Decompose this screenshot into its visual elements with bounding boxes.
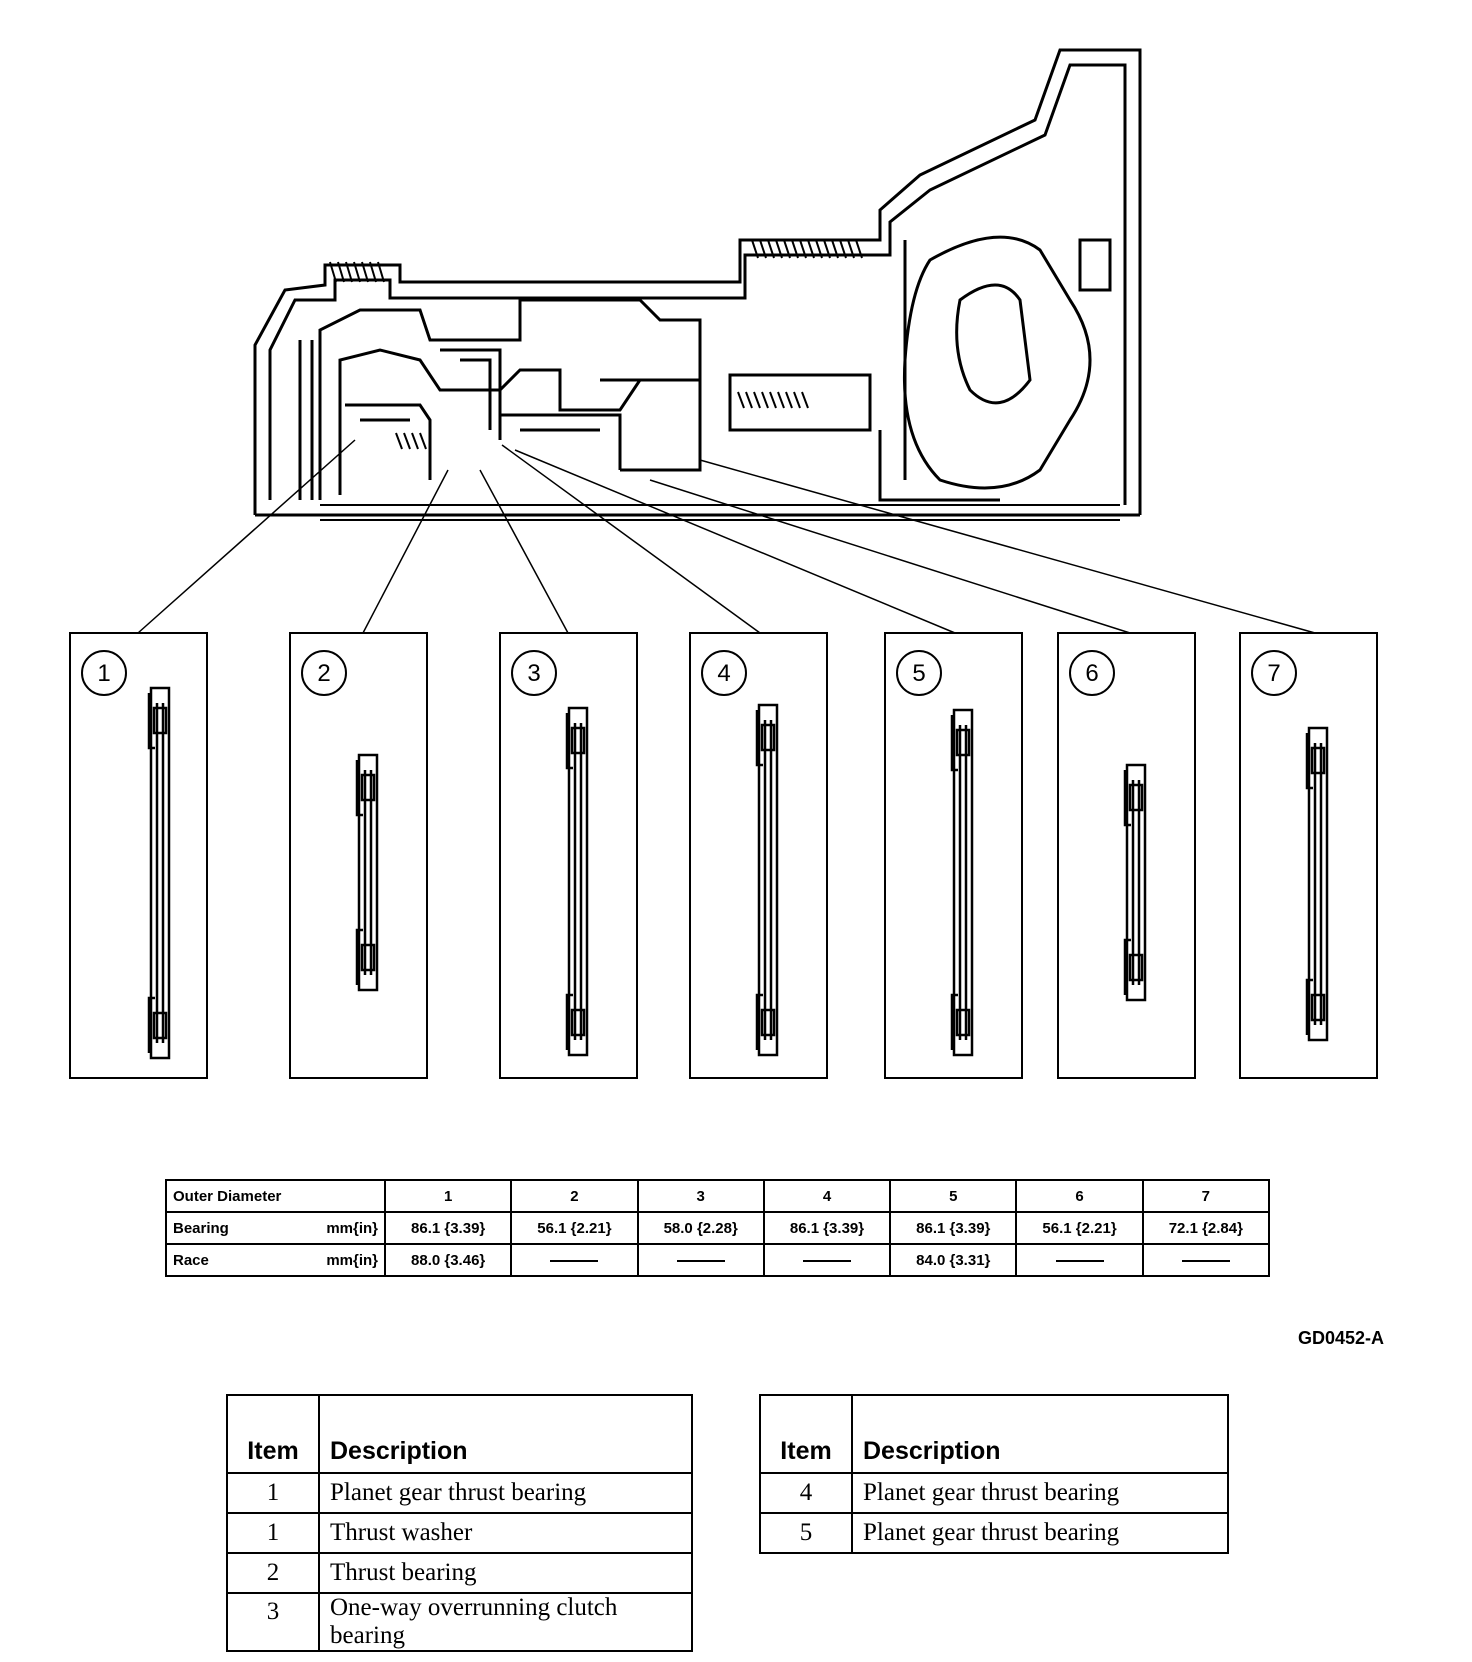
bearing-profile-6 bbox=[1123, 763, 1147, 1002]
item-description: Planet gear thrust bearing bbox=[318, 1472, 693, 1514]
race-value-2 bbox=[510, 1243, 639, 1277]
race-unit: mm{in} bbox=[326, 1251, 378, 1269]
dash bbox=[1181, 1259, 1230, 1262]
callout-box-2 bbox=[289, 632, 428, 1079]
table-row: 2 Thrust bearing bbox=[226, 1552, 693, 1594]
bearing-value-1: 86.1 {3.39} bbox=[383, 1211, 513, 1245]
callout-box-5 bbox=[884, 632, 1023, 1079]
spec-header-row: Outer Diameter 1 2 3 4 5 6 7 bbox=[165, 1179, 1271, 1213]
callout-box-7 bbox=[1239, 632, 1378, 1079]
spec-col-4: 4 bbox=[762, 1179, 892, 1213]
item-description-table-right: Item Description 4 Planet gear thrust be… bbox=[759, 1394, 1229, 1554]
race-value-3 bbox=[636, 1243, 765, 1277]
bearing-value-5: 86.1 {3.39} bbox=[889, 1211, 1018, 1245]
dash bbox=[1055, 1259, 1104, 1262]
bearing-profile-5 bbox=[950, 708, 974, 1057]
description-header: Description bbox=[318, 1394, 693, 1474]
bearing-profile-3 bbox=[565, 706, 589, 1057]
transmission-cross-section-diagram: 1 2 3 4 5 6 7 bbox=[69, 48, 1378, 1079]
race-value-6 bbox=[1015, 1243, 1144, 1277]
item-header: Item bbox=[759, 1394, 853, 1474]
callout-box-4 bbox=[689, 632, 828, 1079]
bearing-value-3: 58.0 {2.28} bbox=[636, 1211, 765, 1245]
bearing-profile-4 bbox=[755, 703, 779, 1057]
spec-col-6: 6 bbox=[1015, 1179, 1144, 1213]
callout-circle-1 bbox=[81, 650, 127, 696]
table-row: 5 Planet gear thrust bearing bbox=[759, 1512, 1229, 1554]
spec-col-1: 1 bbox=[383, 1179, 513, 1213]
callout-number-5: 5 bbox=[912, 660, 925, 687]
callout-number-6: 6 bbox=[1085, 660, 1098, 687]
item-number: 1 bbox=[226, 1512, 320, 1554]
bearing-unit: mm{in} bbox=[326, 1219, 378, 1237]
callout-box-1 bbox=[69, 632, 208, 1079]
spec-col-2: 2 bbox=[510, 1179, 639, 1213]
callout-circle-3 bbox=[511, 650, 557, 696]
bearing-profile-1 bbox=[147, 686, 171, 1060]
spec-col-5: 5 bbox=[889, 1179, 1018, 1213]
item-description: Planet gear thrust bearing bbox=[851, 1472, 1229, 1514]
item-description: One-way overrunning clutch bearing bbox=[318, 1592, 693, 1652]
callout-number-1: 1 bbox=[97, 660, 110, 687]
table-header-row: Item Description bbox=[759, 1394, 1229, 1474]
race-value-4 bbox=[762, 1243, 892, 1277]
callout-number-3: 3 bbox=[527, 660, 540, 687]
callout-box-3 bbox=[499, 632, 638, 1079]
spec-col-3: 3 bbox=[636, 1179, 765, 1213]
spring-hatching bbox=[329, 239, 863, 450]
figure-code: GD0452-A bbox=[1298, 1328, 1385, 1348]
bearing-value-4: 86.1 {3.39} bbox=[762, 1211, 892, 1245]
item-number: 3 bbox=[226, 1592, 320, 1652]
callout-circle-4 bbox=[701, 650, 747, 696]
item-number: 2 bbox=[226, 1552, 320, 1594]
callout-box-6 bbox=[1057, 632, 1196, 1079]
callout-circles: 1 2 3 4 5 6 7 bbox=[81, 650, 1297, 696]
race-value-7 bbox=[1141, 1243, 1271, 1277]
bearing-row: Bearing mm{in} 86.1 {3.39} 56.1 {2.21} 58… bbox=[165, 1211, 1271, 1245]
race-value-1: 88.0 {3.46} bbox=[383, 1243, 513, 1277]
item-description: Thrust washer bbox=[318, 1512, 693, 1554]
spec-col-7: 7 bbox=[1141, 1179, 1271, 1213]
callout-circle-6 bbox=[1069, 650, 1115, 696]
bearing-value-7: 72.1 {2.84} bbox=[1141, 1211, 1271, 1245]
bearing-profile-2 bbox=[355, 753, 379, 992]
item-description: Thrust bearing bbox=[318, 1552, 693, 1594]
table-row: 4 Planet gear thrust bearing bbox=[759, 1472, 1229, 1514]
transmission-housing bbox=[253, 48, 1142, 521]
dash bbox=[550, 1259, 599, 1262]
table-row: 1 Planet gear thrust bearing bbox=[226, 1472, 693, 1514]
dash bbox=[676, 1259, 725, 1262]
outer-diameter-label: Outer Diameter bbox=[165, 1179, 386, 1213]
item-description-table-left: Item Description 1 Planet gear thrust be… bbox=[226, 1394, 693, 1652]
race-value-5: 84.0 {3.31} bbox=[889, 1243, 1018, 1277]
item-header: Item bbox=[226, 1394, 320, 1474]
race-label: Race bbox=[173, 1251, 209, 1269]
item-number: 1 bbox=[226, 1472, 320, 1514]
callout-number-4: 4 bbox=[717, 660, 730, 687]
outer-diameter-spec-table: Outer Diameter 1 2 3 4 5 6 7 Bearing mm{i… bbox=[165, 1179, 1271, 1277]
callout-circle-2 bbox=[301, 650, 347, 696]
bearing-cross-sections bbox=[147, 686, 1329, 1060]
bearing-profile-7 bbox=[1305, 726, 1329, 1042]
item-description: Planet gear thrust bearing bbox=[851, 1512, 1229, 1554]
item-number: 4 bbox=[759, 1472, 853, 1514]
table-header-row: Item Description bbox=[226, 1394, 693, 1474]
dash bbox=[802, 1259, 851, 1262]
table-row: 1 Thrust washer bbox=[226, 1512, 693, 1554]
leader-lines bbox=[137, 439, 1316, 634]
race-row: Race mm{in} 88.0 {3.46} 84.0 {3.31} bbox=[165, 1243, 1271, 1277]
callout-number-2: 2 bbox=[317, 660, 330, 687]
bearing-value-2: 56.1 {2.21} bbox=[510, 1211, 639, 1245]
bearing-label: Bearing bbox=[173, 1219, 229, 1237]
callout-circle-5 bbox=[896, 650, 942, 696]
description-header: Description bbox=[851, 1394, 1229, 1474]
callout-boxes bbox=[69, 632, 1378, 1079]
item-number: 5 bbox=[759, 1512, 853, 1554]
callout-number-7: 7 bbox=[1267, 660, 1280, 687]
callout-circle-7 bbox=[1251, 650, 1297, 696]
table-row: 3 One-way overrunning clutch bearing bbox=[226, 1592, 693, 1652]
bearing-value-6: 56.1 {2.21} bbox=[1015, 1211, 1144, 1245]
